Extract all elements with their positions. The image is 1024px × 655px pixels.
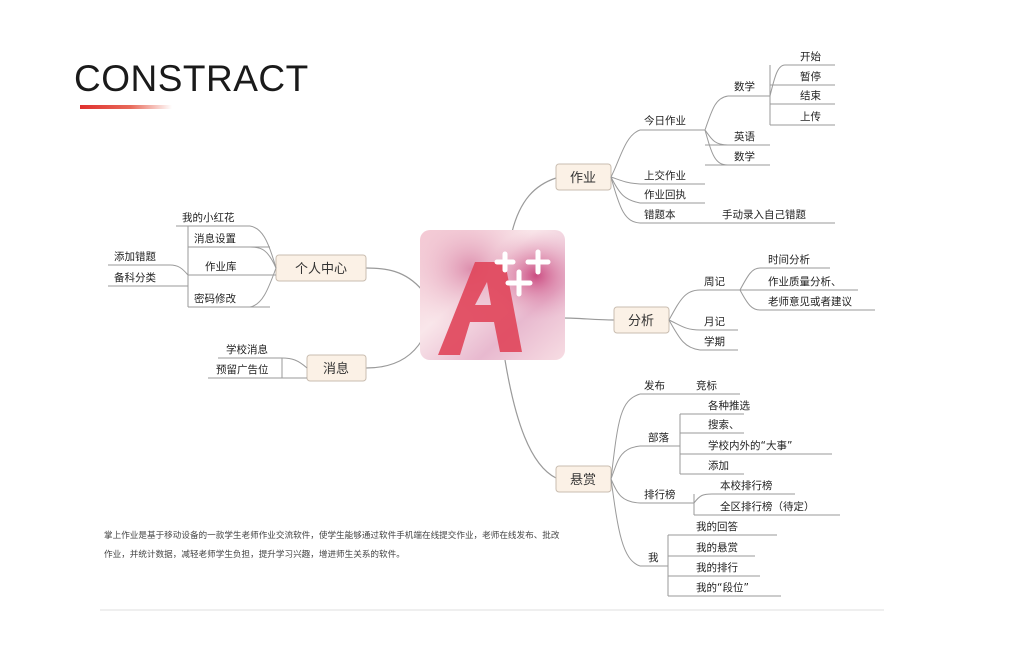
node-label-nodes-homework-math-items-0: 开始 (800, 50, 821, 63)
page-title: CONSTRACT (74, 58, 309, 99)
node-label-nodes-reward-tribe-items-1: 搜索、 (708, 418, 740, 431)
node-label-nodes-reward-tribe-items-0: 各种推选 (708, 399, 750, 412)
description-line: 掌上作业是基于移动设备的一款学生老师作业交流软件，使学生能够通过软件手机端在线提… (104, 531, 560, 541)
node-label-nodes-message-label: 消息 (323, 361, 349, 377)
node-label-nodes-analysis-term: 学期 (704, 335, 725, 348)
node-label-nodes-homework-math2: 数学 (734, 150, 755, 163)
node-label-nodes-homework-feedback: 作业回执 (644, 188, 686, 201)
node-label-nodes-homework-mistakes-manual: 手动录入自己错题 (722, 208, 806, 221)
node-label-nodes-reward-me: 我 (648, 552, 659, 564)
node-label-nodes-personal-label: 个人中心 (295, 262, 347, 277)
node-label-nodes-reward-ranking-items-1: 全区排行榜（待定） (720, 500, 815, 513)
node-label-nodes-analysis-weekly-items-2: 老师意见或者建议 (768, 295, 852, 308)
node-label-nodes-reward-me-items-2: 我的排行 (696, 561, 738, 574)
node-label-nodes-reward-label: 悬赏 (570, 473, 596, 488)
node-label-nodes-personal-add-mistakes: 添加错题 (114, 250, 156, 263)
node-label-nodes-analysis-weekly-items-0: 时间分析 (768, 253, 810, 266)
description-line: 作业，并统计数据，减轻老师学生负担，提升学习兴趣，增进师生关系的软件。 (104, 550, 405, 560)
node-message: 消息 (306, 354, 367, 382)
node-label-nodes-personal-library: 作业库 (205, 260, 237, 273)
node-label-nodes-reward-ranking: 排行榜 (644, 488, 676, 501)
node-label-nodes-homework-english: 英语 (734, 130, 755, 143)
node-personal: 个人中心 (275, 254, 367, 282)
node-label-nodes-analysis-monthly: 月记 (704, 316, 725, 328)
bottom-divider (100, 609, 884, 611)
node-label-nodes-reward-me-items-1: 我的悬赏 (696, 541, 738, 554)
title-accent-bar (80, 105, 172, 109)
node-label-nodes-personal-flowers: 我的小红花 (182, 211, 235, 224)
node-label-nodes-message-school: 学校消息 (226, 343, 268, 356)
node-label-nodes-reward-publish: 发布 (644, 379, 665, 392)
node-label-nodes-message-ads: 预留广告位 (216, 363, 269, 376)
node-label-nodes-reward-ranking-items-0: 本校排行榜 (720, 479, 773, 492)
node-homework: 作业 (555, 163, 612, 191)
node-label-nodes-analysis-weekly: 周记 (704, 276, 725, 288)
node-label-nodes-personal-msg-settings: 消息设置 (194, 232, 236, 245)
description-text: 掌上作业是基于移动设备的一款学生老师作业交流软件，使学生能够通过软件手机端在线提… (104, 527, 604, 565)
node-label-nodes-reward-me-items-0: 我的回答 (696, 520, 738, 533)
node-label-nodes-personal-password: 密码修改 (194, 292, 236, 305)
node-label-nodes-reward-tribe-items-2: 学校内外的“大事” (708, 439, 792, 452)
node-label-nodes-homework-math-items-3: 上传 (800, 111, 821, 123)
node-label-nodes-homework-math-items-2: 结束 (800, 89, 821, 102)
node-label-nodes-reward-me-items-3: 我的“段位” (696, 581, 749, 594)
node-analysis: 分析 (613, 306, 670, 334)
center-logo-icon (420, 230, 565, 360)
node-label-nodes-homework-math: 数学 (734, 80, 755, 93)
node-reward: 悬赏 (555, 465, 612, 493)
node-label-nodes-analysis-weekly-items-1: 作业质量分析、 (768, 275, 842, 288)
node-label-nodes-homework-math-items-1: 暂停 (800, 70, 821, 83)
node-label-nodes-homework-today: 今日作业 (644, 114, 686, 127)
node-label-nodes-reward-tribe: 部落 (648, 431, 669, 444)
node-label-nodes-homework-label: 作业 (570, 171, 596, 186)
node-label-nodes-homework-mistakes: 错题本 (644, 208, 676, 221)
branch-lines (365, 177, 615, 479)
node-label-nodes-reward-tribe-items-3: 添加 (708, 459, 729, 472)
node-label-nodes-personal-categories: 备科分类 (114, 271, 156, 284)
node-label-nodes-analysis-label: 分析 (628, 314, 654, 329)
node-label-nodes-homework-submitted: 上交作业 (644, 169, 686, 182)
node-label-nodes-reward-target: 竞标 (696, 379, 717, 392)
